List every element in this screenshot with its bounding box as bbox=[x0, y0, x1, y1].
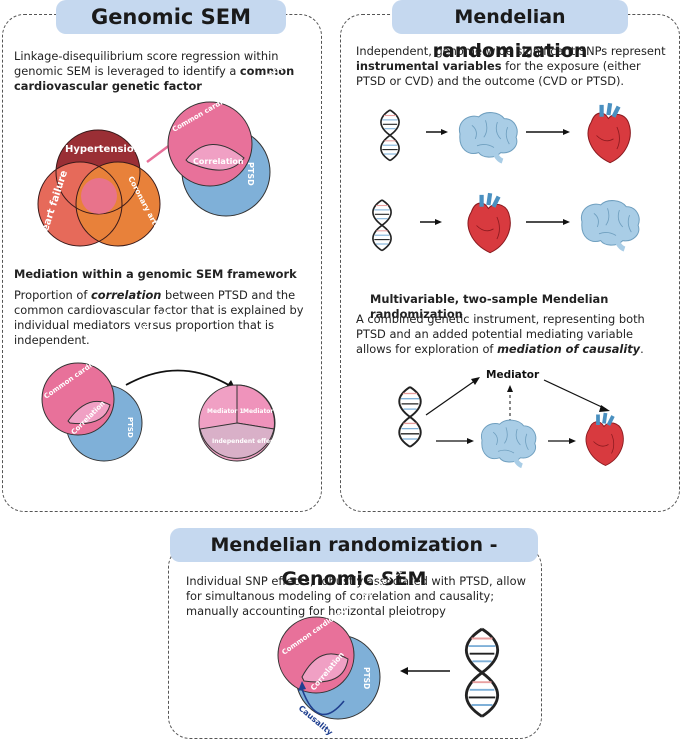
mr-gsem-body: Individual SNP effects, robustly associa… bbox=[186, 574, 526, 618]
multivariable-diagram: Mediator bbox=[398, 369, 626, 485]
ptsd-label-2: PTSD bbox=[126, 417, 134, 438]
venn-circles bbox=[37, 129, 161, 247]
heart-icon-2 bbox=[468, 193, 510, 253]
multivariable-heading: Multivariable, two-sample Mendelian rand… bbox=[370, 292, 609, 321]
brain-icon-3 bbox=[481, 420, 535, 466]
mr-gsem-title: Mendelian randomization - Genomic SEM bbox=[170, 528, 538, 590]
mr-gsem-diagram: Common cardiovascular genetic factor Cor… bbox=[277, 562, 500, 738]
mediator-label: Mediator bbox=[486, 369, 540, 381]
mediation-heading: Mediation within a genomic SEM framework bbox=[14, 267, 297, 281]
mediation-text: Proportion of correlation between PTSD a… bbox=[14, 288, 304, 347]
hypertension-label: Hypertension bbox=[65, 144, 141, 155]
mr-row-1 bbox=[380, 103, 630, 163]
mendelian-title: Mendelian randomization bbox=[392, 0, 628, 62]
mediator-1-label: Mediator 1 bbox=[207, 408, 244, 415]
heart-icon bbox=[588, 103, 630, 163]
factor-circle bbox=[167, 101, 253, 187]
multivariable-text: A combined genetic instrument, represent… bbox=[356, 312, 645, 356]
venn-diagram: Hypertension Heart failure Coronary arte… bbox=[37, 50, 307, 268]
independent-effects-label: Independent effects bbox=[212, 438, 281, 445]
mendelian-intro: Independent, genome-wide significant SNP… bbox=[356, 44, 666, 88]
genomic-sem-intro: Linkage-disequilibrium score regression … bbox=[14, 49, 295, 93]
brain-icon bbox=[459, 113, 517, 162]
mr-row-2 bbox=[372, 193, 639, 253]
heart-icon-3 bbox=[584, 411, 626, 468]
genomic-sem-title: Genomic SEM bbox=[56, 0, 286, 34]
ptsd-label-3: PTSD bbox=[362, 667, 371, 689]
ptsd-label: PTSD bbox=[246, 162, 255, 186]
mr-diagram-rows bbox=[372, 100, 680, 260]
mediation-diagram: Common cardiovascular genetic factor Cor… bbox=[41, 306, 281, 462]
mediator-2-label: Mediator 2 bbox=[243, 408, 280, 415]
brain-icon-2 bbox=[581, 201, 639, 250]
mediation-pie bbox=[198, 384, 276, 462]
correlation-label: Correlation bbox=[193, 157, 244, 166]
